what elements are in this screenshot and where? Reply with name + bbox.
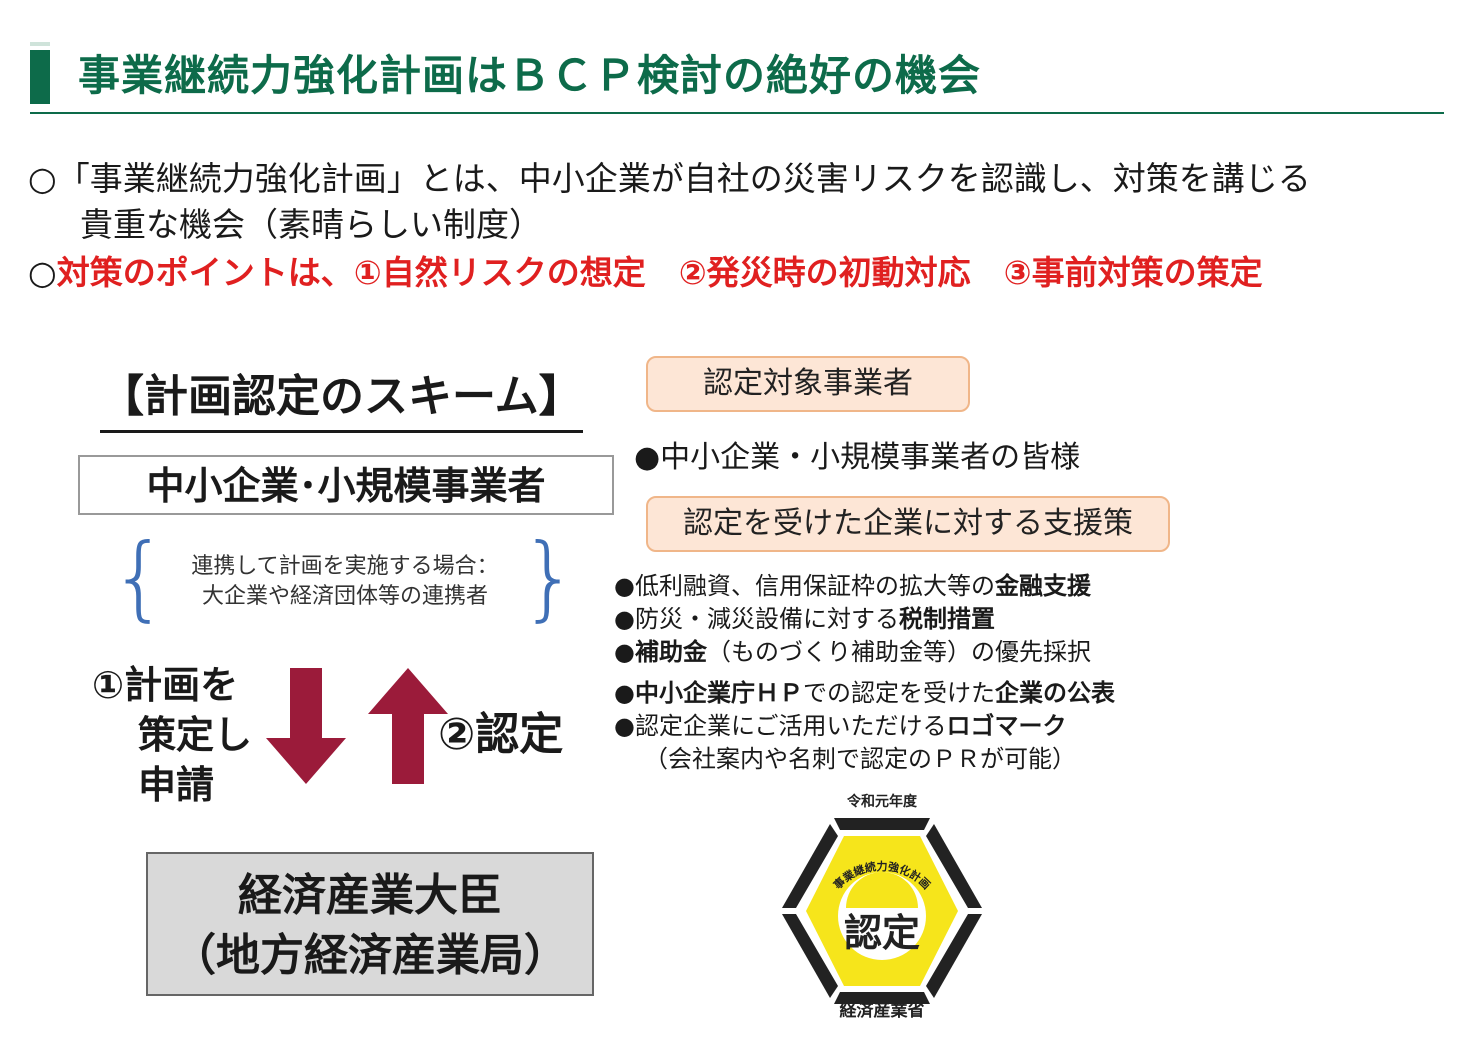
left-brace: {	[110, 524, 169, 631]
partner-line-2: 大企業や経済団体等の連携者	[201, 584, 488, 609]
step-apply-line-3: 申請	[138, 763, 215, 807]
key-points: ○対策のポイントは、①自然リスクの想定 ②発災時の初動対応 ③事前対策の策定	[28, 250, 1263, 296]
flow-arrows	[266, 668, 448, 784]
partner-line-1: 連携して計画を実施する場合：	[191, 554, 499, 579]
page-title: 事業継続力強化計画はＢＣＰ検討の絶好の機会	[78, 51, 982, 100]
key-points-text: 対策のポイントは、①自然リスクの想定 ②発災時の初動対応 ③事前対策の策定	[56, 253, 1263, 292]
logo-hexagon	[782, 818, 982, 1004]
support-item-tax: ●防災・減災設備に対する税制措置	[614, 605, 995, 633]
support-item-logo: ●認定企業にご活用いただけるロゴマーク	[614, 712, 1067, 740]
logo-center-text: 認定	[844, 911, 920, 955]
minister-line-1: 経済産業大臣	[238, 870, 502, 921]
arrow-up-icon	[368, 668, 448, 784]
step-apply-line-2: 策定し	[138, 713, 253, 757]
support-item-logo-note: （会社案内や名刺で認定のＰＲが可能）	[644, 745, 1076, 773]
certification-logo: 令和元年度 事業継続力強化計画 認定 経済産業省	[782, 793, 982, 1021]
step-apply: ①計画を 策定し 申請	[92, 660, 252, 810]
step-certify: ②認定	[438, 709, 564, 760]
arrow-down-icon	[266, 668, 346, 784]
right-brace: }	[520, 524, 579, 631]
minister-line-2: （地方経済産業局）	[172, 930, 568, 981]
support-item-publication: ●中小企業庁ＨＰでの認定を受けた企業の公表	[614, 679, 1115, 707]
intro-line-1: ○「事業継続力強化計画」とは、中小企業が自社の災害リスクを認識し、対策を講じる	[28, 159, 1311, 198]
support-item-financing: ●低利融資、信用保証枠の拡大等の金融支援	[614, 572, 1091, 600]
scheme-title: 【計画認定のスキーム】	[100, 360, 583, 433]
support-list: ●低利融資、信用保証枠の拡大等の金融支援 ●防災・減災設備に対する税制措置 ●補…	[614, 570, 1115, 776]
logo-bottom-text: 経済産業省	[840, 1000, 925, 1021]
key-points-mark: ○	[28, 253, 57, 292]
minister-box: 経済産業大臣 （地方経済産業局）	[146, 852, 594, 996]
header-accent-dot	[30, 42, 50, 46]
logo-top-text: 令和元年度	[846, 793, 918, 810]
support-heading: 認定を受けた企業に対する支援策	[646, 496, 1170, 552]
header-accent-bar	[30, 50, 50, 104]
logo-sun-half	[846, 872, 918, 908]
partner-note: 連携して計画を実施する場合： 大企業や経済団体等の連携者	[150, 552, 540, 612]
header-divider	[30, 112, 1444, 114]
intro-line-2: 貴重な機会（素晴らしい制度）	[80, 205, 542, 244]
step-apply-line-1: ①計画を	[92, 663, 239, 707]
eligible-item: ●中小企業・小規模事業者の皆様	[634, 440, 1081, 475]
support-item-subsidy: ●補助金（ものづくり補助金等）の優先採択	[614, 638, 1091, 666]
eligible-heading: 認定対象事業者	[646, 356, 970, 412]
sme-box: 中小企業･小規模事業者	[78, 455, 614, 515]
